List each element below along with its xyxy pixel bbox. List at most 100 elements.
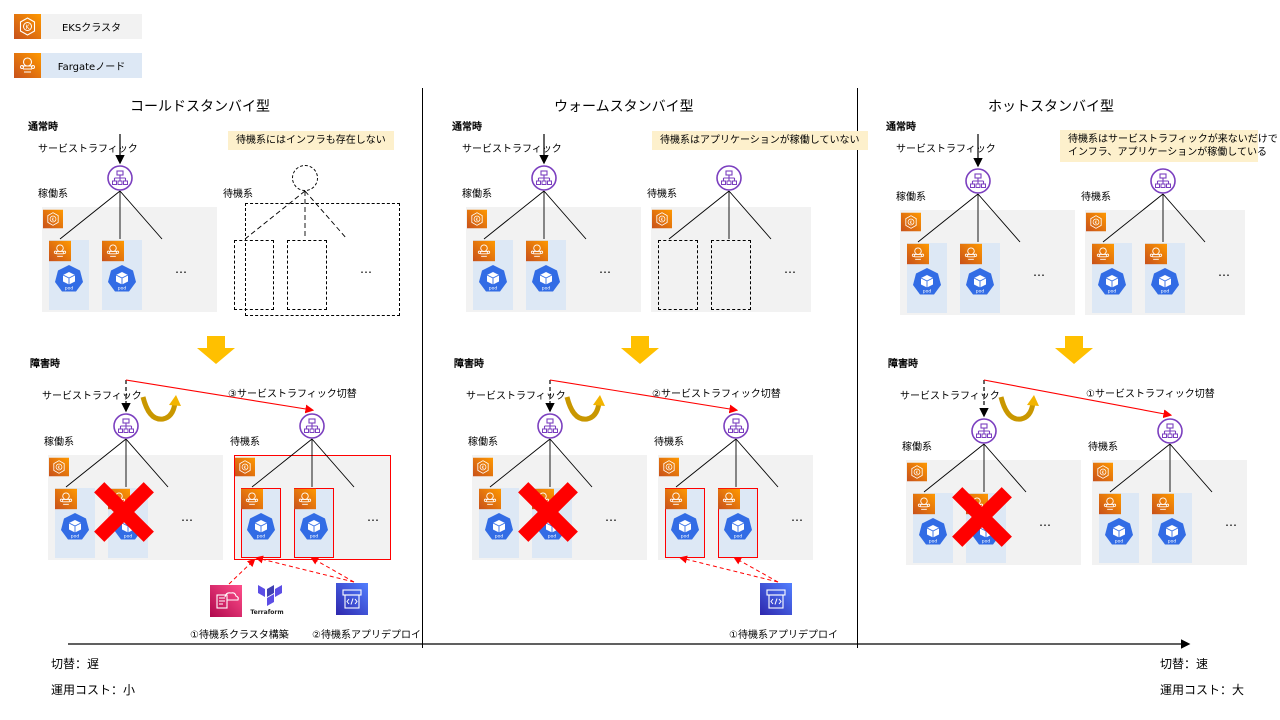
- svg-text:pod: pod: [548, 534, 557, 540]
- pod-icon: pod: [484, 512, 514, 546]
- switchover-icon: [563, 393, 607, 427]
- failure-state-label: 障害時: [30, 359, 60, 370]
- legend-fargate: Fargateノード: [14, 53, 142, 78]
- service-traffic-label: サービストラフィック: [462, 144, 562, 155]
- standby-system-label: 待機系: [230, 437, 260, 448]
- active-system-label: 稼働系: [44, 437, 74, 448]
- pod-icon: pod: [54, 264, 84, 298]
- fargate-node-icon: [1092, 243, 1114, 265]
- svg-text:K: K: [58, 465, 61, 471]
- service-traffic-label: サービストラフィック: [896, 144, 996, 155]
- eks-cluster-icon: K: [1086, 212, 1106, 232]
- svg-text:pod: pod: [976, 289, 985, 295]
- standby-note: 待機系はサービストラフィックが来ないだけでインフラ、アプリケーションが稼働してい…: [1060, 130, 1278, 162]
- service-traffic-label: サービストラフィック: [42, 391, 142, 402]
- svg-text:pod: pod: [495, 534, 504, 540]
- more-nodes-ellipsis: …: [1225, 515, 1237, 529]
- eks-cluster: [651, 207, 811, 312]
- load-balancer-icon: [965, 168, 991, 198]
- fargate-node-icon: [1145, 243, 1167, 265]
- eks-cluster-icon: K: [659, 457, 679, 477]
- step-label: ②待機系アプリデプロイ: [312, 630, 421, 641]
- panel-title: ホットスタンバイ型: [988, 99, 1114, 115]
- pod-icon: pod: [1104, 517, 1134, 551]
- active-system-label: 稼働系: [462, 189, 492, 200]
- pod-icon: pod: [60, 512, 90, 546]
- standby-system-label: 待機系: [1081, 192, 1111, 203]
- eks-cluster-icon: K: [467, 209, 487, 229]
- normal-state-label: 通常時: [28, 122, 58, 133]
- empty-node-slot: [287, 240, 327, 310]
- pod-icon: pod: [1157, 517, 1187, 551]
- fargate-node-icon: [960, 243, 982, 265]
- svg-text:pod: pod: [681, 534, 690, 540]
- empty-node-slot: [234, 240, 274, 310]
- transition-down-arrow: [620, 336, 660, 368]
- more-nodes-ellipsis: …: [605, 510, 617, 524]
- panel-divider: [422, 88, 423, 648]
- load-balancer-icon: [537, 413, 563, 443]
- fargate-node-icon: [1099, 493, 1121, 515]
- standby-note: 待機系にはインフラも存在しない: [228, 131, 394, 150]
- eks-cluster-icon: K: [14, 14, 41, 39]
- load-balancer-icon: [107, 165, 133, 195]
- svg-text:K: K: [52, 217, 55, 223]
- load-balancer-icon: [531, 165, 557, 195]
- pod-icon: pod: [1150, 267, 1180, 301]
- empty-node-slot: [711, 240, 751, 310]
- svg-text:K: K: [661, 217, 664, 223]
- svg-text:pod: pod: [929, 539, 938, 545]
- svg-text:K: K: [910, 220, 913, 226]
- more-nodes-ellipsis: …: [791, 510, 803, 524]
- pod-icon: pod: [299, 512, 329, 546]
- fargate-node-icon: [14, 53, 41, 78]
- empty-node-slot: [658, 240, 698, 310]
- svg-text:pod: pod: [310, 534, 319, 540]
- standby-system-label: 待機系: [223, 189, 253, 200]
- pod-icon: pod: [918, 517, 948, 551]
- service-traffic-label: サービストラフィック: [900, 391, 1000, 402]
- load-balancer-icon: [1150, 168, 1176, 198]
- step-label: ①待機系クラスタ構築: [190, 630, 289, 641]
- svg-text:pod: pod: [923, 289, 932, 295]
- right-switch-speed: 切替：速: [1160, 657, 1209, 671]
- active-system-label: 稼働系: [468, 437, 498, 448]
- fargate-node-icon: [913, 493, 935, 515]
- more-nodes-ellipsis: …: [360, 262, 372, 276]
- svg-text:K: K: [476, 217, 479, 223]
- fargate-node-icon: [241, 488, 263, 510]
- pod-icon: pod: [670, 512, 700, 546]
- nonexistent-cluster: [245, 203, 400, 316]
- left-operation-cost: 運用コスト：小: [51, 683, 136, 697]
- fargate-node-icon: [665, 488, 687, 510]
- failure-cross-icon: [93, 481, 155, 547]
- svg-text:pod: pod: [489, 286, 498, 292]
- cloudformation-icon: [210, 585, 242, 621]
- more-nodes-ellipsis: …: [1039, 515, 1051, 529]
- codedeploy-icon: [760, 583, 792, 619]
- panel-title: コールドスタンバイ型: [130, 99, 270, 115]
- pod-icon: pod: [1097, 267, 1127, 301]
- legend-fargate-label: Fargateノード: [41, 53, 142, 78]
- failure-cross-icon: [517, 481, 579, 547]
- svg-text:pod: pod: [982, 539, 991, 545]
- failure-state-label: 障害時: [454, 359, 484, 370]
- right-operation-cost: 運用コスト：大: [1160, 683, 1245, 697]
- pod-icon: pod: [965, 267, 995, 301]
